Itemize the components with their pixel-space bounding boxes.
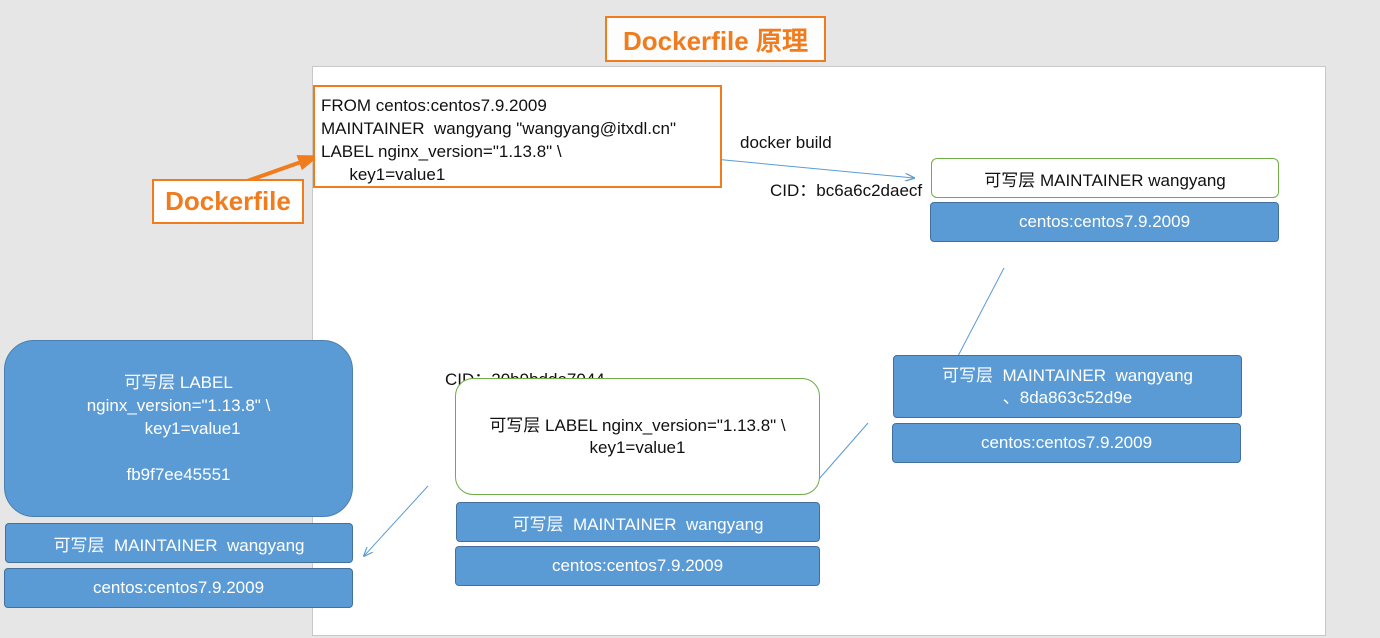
stage2-to-stage3-connector	[818, 422, 869, 480]
stage1-base-layer: centos:centos7.9.2009	[930, 202, 1279, 242]
stage2-maintainer-line-2: 、8da863c52d9e	[1002, 387, 1133, 407]
code-line-from: FROM centos:centos7.9.2009	[321, 96, 547, 115]
stage3-writable-layer: 可写层 LABEL nginx_version="1.13.8" \ key1=…	[455, 378, 820, 495]
stage2-base-layer: centos:centos7.9.2009	[892, 423, 1241, 463]
code-line-label: LABEL nginx_version="1.13.8" \	[321, 142, 562, 161]
docker-build-label: docker build	[740, 133, 832, 152]
dockerfile-label: Dockerfile	[152, 179, 304, 224]
stage4-label-layer: 可写层 LABEL nginx_version="1.13.8" \ key1=…	[4, 340, 353, 517]
stage3-writable-line-2: key1=value1	[589, 437, 686, 457]
stage4-label-line-1: 可写层 LABEL	[124, 373, 233, 392]
stage3-to-stage4-arrow	[364, 485, 429, 556]
stage4-maintainer-layer: 可写层 MAINTAINER wangyang	[5, 523, 353, 563]
stage4-label-line-3: key1=value1	[116, 419, 241, 438]
code-line-key: key1=value1	[321, 165, 446, 184]
code-line-maintainer: MAINTAINER wangyang "wangyang@itxdl.cn"	[321, 119, 676, 138]
stage1-to-stage2-connector	[957, 267, 1005, 357]
stage1-cid: CID：bc6a6c2daecf	[770, 181, 923, 200]
stage1-writable-layer: 可写层 MAINTAINER wangyang	[931, 158, 1279, 198]
dockerfile-code-box: FROM centos:centos7.9.2009 MAINTAINER wa…	[313, 85, 722, 188]
stage2-maintainer-layer: 可写层 MAINTAINER wangyang 、8da863c52d9e	[893, 355, 1242, 418]
stage3-maintainer-layer: 可写层 MAINTAINER wangyang	[456, 502, 820, 542]
stage4-image-id: fb9f7ee45551	[126, 465, 231, 484]
stage2-maintainer-line-1: 可写层 MAINTAINER wangyang	[942, 365, 1193, 385]
diagram-title: Dockerfile 原理	[605, 16, 826, 62]
stage3-writable-line-1: 可写层 LABEL nginx_version="1.13.8" \	[489, 415, 786, 435]
stage4-label-line-2: nginx_version="1.13.8" \	[86, 396, 271, 415]
stage3-base-layer: centos:centos7.9.2009	[455, 546, 820, 586]
stage4-base-layer: centos:centos7.9.2009	[4, 568, 353, 608]
